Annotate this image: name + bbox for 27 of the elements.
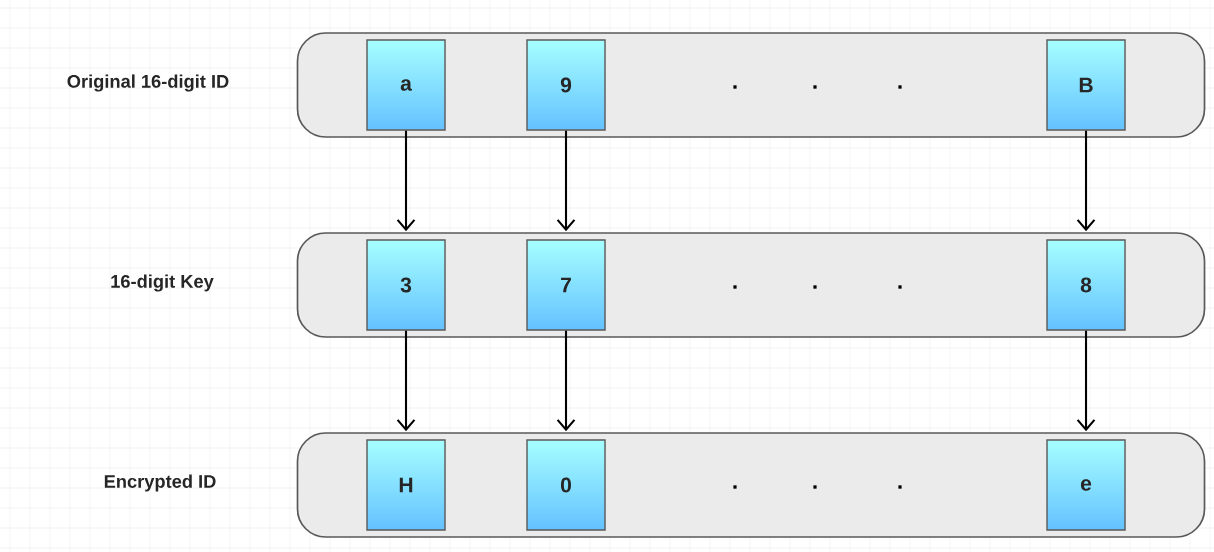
digit-box: 7 bbox=[526, 239, 606, 331]
ellipsis-dot: . bbox=[813, 285, 817, 289]
digit-box: 0 bbox=[526, 439, 606, 531]
ellipsis-dot: . bbox=[898, 485, 902, 489]
digit-box: 3 bbox=[366, 239, 446, 331]
ellipsis-dot: . bbox=[733, 285, 737, 289]
digit-box: 8 bbox=[1046, 239, 1126, 331]
ellipsis-dot: . bbox=[813, 85, 817, 89]
digit-box: a bbox=[366, 39, 446, 131]
ellipsis-dot: . bbox=[813, 485, 817, 489]
arrow bbox=[556, 330, 576, 432]
ellipsis-dot: . bbox=[898, 85, 902, 89]
row-label: Encrypted ID bbox=[104, 474, 216, 492]
ellipsis-dot: . bbox=[733, 85, 737, 89]
arrow bbox=[396, 330, 416, 432]
row-label: 16-digit Key bbox=[111, 274, 214, 292]
row-label: Original 16-digit ID bbox=[67, 74, 229, 92]
ellipsis-dot: . bbox=[733, 485, 737, 489]
digit-box: H bbox=[366, 439, 446, 531]
digit-box: B bbox=[1046, 39, 1126, 131]
digit-box: 9 bbox=[526, 39, 606, 131]
ellipsis-dot: . bbox=[898, 285, 902, 289]
arrow bbox=[396, 130, 416, 232]
arrow bbox=[556, 130, 576, 232]
arrow bbox=[1076, 130, 1096, 232]
arrow bbox=[1076, 330, 1096, 432]
digit-box: e bbox=[1046, 439, 1126, 531]
